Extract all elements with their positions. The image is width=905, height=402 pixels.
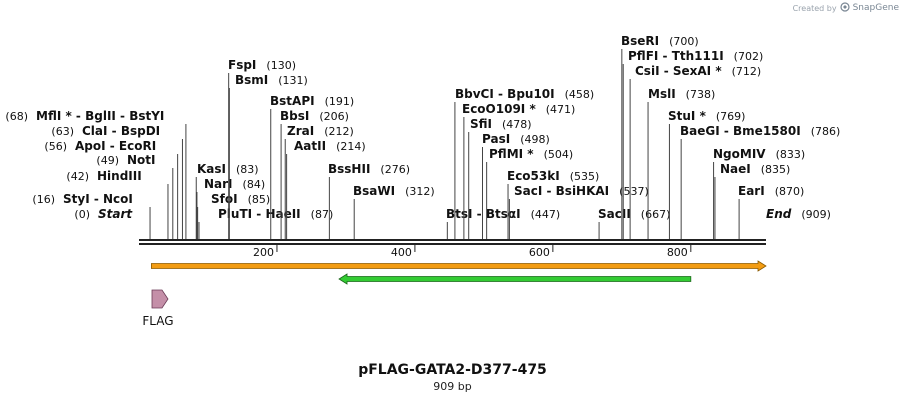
- enzyme-label: ApoI - EcoRI: [75, 139, 156, 153]
- enzyme-label: AatII: [294, 139, 326, 153]
- enzyme-position: (130): [266, 59, 296, 72]
- enzyme-label: NaeI: [720, 162, 751, 176]
- enzyme-label: StyI - NcoI: [63, 192, 133, 206]
- enzyme-position: (535): [570, 170, 600, 183]
- enzyme-position: (769): [716, 110, 746, 123]
- plasmid-length: 909 bp: [433, 380, 472, 393]
- enzyme-position: (276): [380, 163, 410, 176]
- enzyme-position: (49): [96, 154, 119, 167]
- enzyme-position: (702): [734, 50, 764, 63]
- enzyme-position: (786): [811, 125, 841, 138]
- enzyme-label: ZraI: [287, 124, 314, 138]
- enzyme-label: BtsI - BtsαI: [446, 207, 521, 221]
- enzyme-position: (0): [74, 208, 90, 221]
- enzyme-label: MslI: [648, 87, 676, 101]
- enzyme-position: (16): [32, 193, 55, 206]
- enzyme-position: (131): [278, 74, 308, 87]
- feature-green-arrow[interactable]: [338, 273, 692, 285]
- enzyme-position: (83): [236, 163, 259, 176]
- enzyme-position: (738): [686, 88, 716, 101]
- scale-tick-label: 800: [667, 246, 688, 259]
- enzyme-label: Start: [98, 207, 133, 221]
- enzyme-position: (56): [44, 140, 67, 153]
- enzyme-label: BbsI: [280, 109, 309, 123]
- enzyme-position: (537): [619, 185, 649, 198]
- enzyme-label: ClaI - BspDI: [82, 124, 160, 138]
- enzyme-position: (42): [66, 170, 89, 183]
- enzyme-position: (835): [761, 163, 791, 176]
- enzyme-position: (833): [776, 148, 806, 161]
- enzyme-position: (85): [248, 193, 271, 206]
- flag-feature-label: FLAG: [142, 314, 173, 328]
- enzyme-position: (870): [775, 185, 805, 198]
- enzyme-label: BaeGI - Bme1580I: [680, 124, 801, 138]
- enzyme-position: (87): [311, 208, 334, 221]
- enzyme-position: (212): [324, 125, 354, 138]
- enzyme-position: (84): [243, 178, 266, 191]
- enzyme-position: (498): [520, 133, 550, 146]
- enzyme-label: NotI: [127, 153, 156, 167]
- enzyme-label: NarI: [204, 177, 233, 191]
- enzyme-label: SacI - BsiHKAI: [514, 184, 609, 198]
- enzyme-label: HindIII: [97, 169, 142, 183]
- snapgene-logo-icon: [839, 2, 850, 14]
- enzyme-label: MflI * - BglII - BstYI: [36, 109, 164, 123]
- enzyme-label: EarI: [738, 184, 765, 198]
- enzyme-label: PasI: [482, 132, 510, 146]
- enzyme-position: (312): [405, 185, 435, 198]
- enzyme-position: (458): [565, 88, 595, 101]
- enzyme-label: SacII: [598, 207, 631, 221]
- enzyme-position: (206): [319, 110, 349, 123]
- enzyme-label: StuI *: [668, 109, 707, 123]
- enzyme-position: (63): [51, 125, 74, 138]
- enzyme-position: (447): [531, 208, 561, 221]
- enzyme-label: End: [766, 207, 792, 221]
- flag-feature-arrow[interactable]: [151, 289, 169, 309]
- enzyme-position: (214): [336, 140, 366, 153]
- enzyme-label: NgoMIV: [713, 147, 766, 161]
- enzyme-position: (667): [641, 208, 671, 221]
- enzyme-label: PluTI - HaeII: [218, 207, 301, 221]
- enzyme-position: (191): [325, 95, 355, 108]
- credit-prefix: Created by: [792, 3, 837, 13]
- enzyme-label: BseRI: [621, 34, 659, 48]
- scale-tick-label: 400: [391, 246, 412, 259]
- enzyme-label: Eco53kI: [507, 169, 560, 183]
- enzyme-position: (471): [546, 103, 576, 116]
- enzyme-label: BbvCI - Bpu10I: [455, 87, 555, 101]
- enzyme-label: BsmI: [235, 73, 268, 87]
- scale-tick-label: 200: [253, 246, 274, 259]
- enzyme-label: EcoO109I *: [462, 102, 536, 116]
- scale-tick-label: 600: [529, 246, 550, 259]
- enzyme-label: CsiI - SexAI *: [635, 64, 722, 78]
- enzyme-label: BsaWI: [353, 184, 395, 198]
- feature-orange-arrow[interactable]: [151, 260, 767, 272]
- enzyme-label: KasI: [197, 162, 226, 176]
- enzyme-position: (712): [732, 65, 762, 78]
- snapgene-credit: Created by SnapGene: [793, 2, 899, 14]
- enzyme-position: (700): [669, 35, 699, 48]
- enzyme-position: (909): [801, 208, 831, 221]
- plasmid-name: pFLAG-GATA2-D377-475: [358, 362, 547, 378]
- enzyme-label: SfoI: [211, 192, 238, 206]
- enzyme-position: (504): [544, 148, 574, 161]
- enzyme-position: (478): [502, 118, 532, 131]
- enzyme-position: (68): [5, 110, 28, 123]
- enzyme-label: BssHII: [328, 162, 370, 176]
- enzyme-label: PflFI - Tth111I: [628, 49, 724, 63]
- enzyme-label: FspI: [228, 58, 256, 72]
- enzyme-label: SfiI: [470, 117, 492, 131]
- enzyme-label: BstAPI: [270, 94, 315, 108]
- credit-brand: SnapGene: [852, 3, 899, 13]
- enzyme-label: PflMI *: [489, 147, 534, 161]
